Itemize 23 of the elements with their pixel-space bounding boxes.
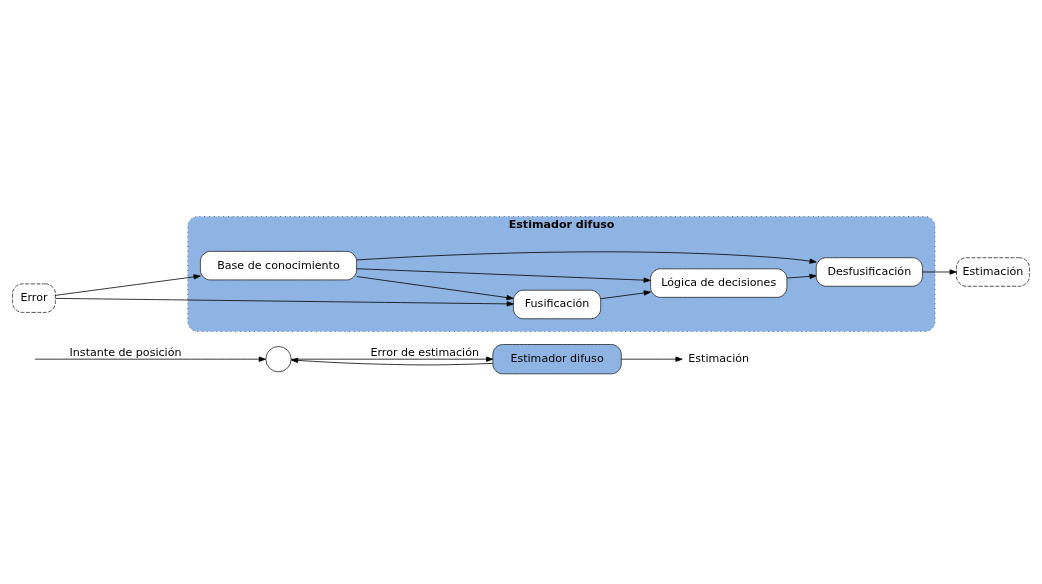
node-box: Estimador difuso <box>492 344 622 375</box>
arrow <box>600 290 651 300</box>
arrow <box>786 273 817 279</box>
node-text: Estimación <box>688 352 750 366</box>
arrow <box>290 356 494 362</box>
node-box: Error <box>12 283 56 313</box>
arrow <box>34 356 266 362</box>
arrow <box>356 251 817 264</box>
edge-label: Error de estimación <box>370 346 479 360</box>
arrow <box>620 356 683 362</box>
arrow <box>55 298 514 307</box>
arrow <box>356 268 651 283</box>
node-box: Fusificación <box>513 289 602 320</box>
node-box: Desfusificación <box>815 257 923 287</box>
arrow <box>291 357 494 366</box>
edge-label: Instante de posición <box>69 346 182 360</box>
node-circle <box>265 346 292 373</box>
arrow <box>55 274 201 296</box>
arrow <box>922 269 957 275</box>
node-box: Lógica de decisiones <box>650 268 788 298</box>
node-box: Estimación <box>956 257 1030 287</box>
arrow <box>356 276 514 301</box>
node-box: Base de conocimiento <box>200 251 357 281</box>
